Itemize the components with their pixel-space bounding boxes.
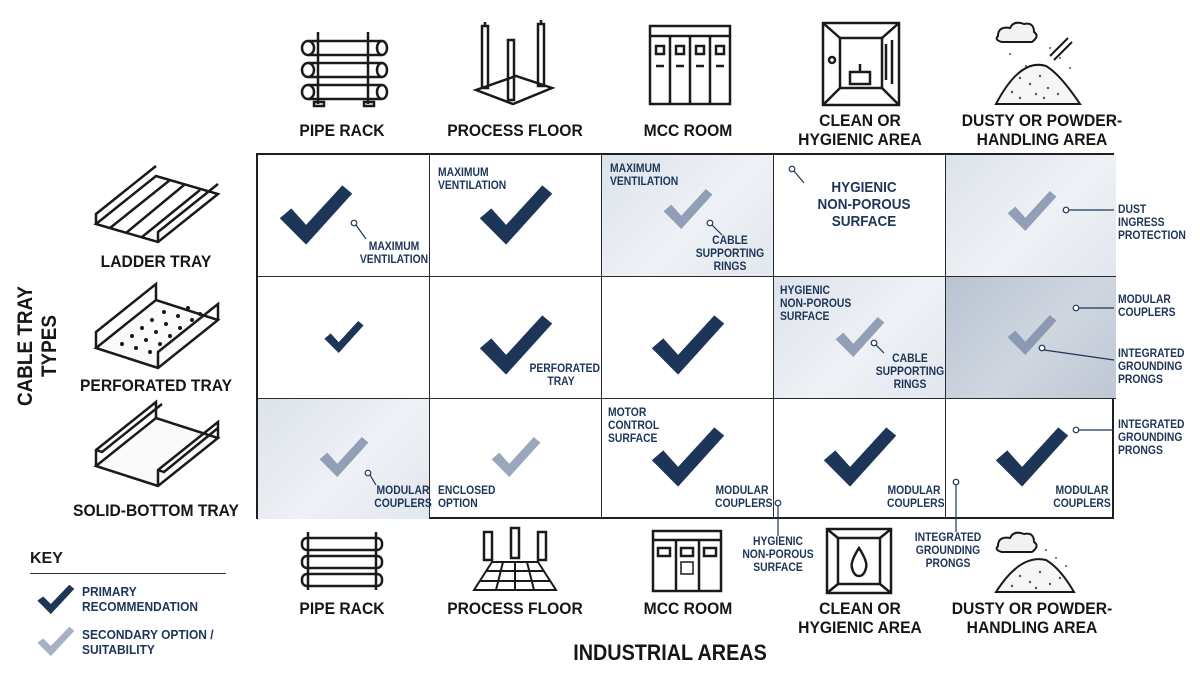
cell-annotation: MAXIMUM VENTILATION: [359, 241, 429, 266]
key-secondary-label: SECONDARY OPTION / SUITABILITY: [82, 627, 214, 657]
note-hygienic-below: HYGIENIC NON-POROUS SURFACE: [742, 536, 814, 574]
col-label-bottom-clean-area: CLEAN OR HYGIENIC AREA: [798, 599, 922, 637]
pipe-rack-icon-bottom: [300, 532, 384, 590]
key-divider: [30, 573, 226, 574]
secondary-check-icon: [663, 189, 713, 229]
matrix-cell: MAXIMUM VENTILATION: [258, 155, 430, 277]
mcc-cabinet-icon: [648, 24, 732, 106]
secondary-check-icon: [491, 437, 541, 477]
col-label-bottom-pipe-rack: PIPE RACK: [299, 599, 385, 618]
matrix-cell: MAXIMUM VENTILATION CABLE SUPPORTING RING…: [602, 155, 774, 277]
col-label-bottom-mcc-room: MCC ROOM: [643, 599, 733, 618]
cell-callout-lines: [823, 427, 897, 487]
primary-check-icon: [651, 315, 725, 375]
solid-bottom-tray-icon: [93, 399, 221, 488]
matrix-cell: [946, 277, 1116, 399]
matrix-cell: MAXIMUM VENTILATION: [430, 155, 602, 277]
primary-check-icon: [479, 315, 553, 375]
process-floor-grid-icon: [472, 526, 558, 591]
matrix-cell: HYGIENIC NON-POROUS SURFACE: [774, 155, 946, 277]
matrix-cell: MODULAR COUPLERS: [774, 399, 946, 519]
mcc-cabinet-icon-bottom: [651, 529, 723, 593]
matrix-cell: PERFORATED TRAY: [430, 277, 602, 399]
cell-annotation: MODULAR COUPLERS: [374, 485, 432, 510]
matrix-cell: MOTOR CONTROL SURFACE MODULAR COUPLERS: [602, 399, 774, 519]
matrix-cell: HYGIENIC NON-POROUS SURFACE CABLE SUPPORT…: [774, 277, 946, 399]
cell-annotation: ENCLOSED OPTION: [438, 485, 496, 510]
col-label-top-process-floor: PROCESS FLOOR: [447, 121, 583, 140]
cell-annotation: HYGIENIC NON-POROUS SURFACE: [780, 285, 852, 323]
cell-callout-lines: [1007, 315, 1057, 355]
note-grounding-below: INTEGRATED GROUNDING PRONGS: [914, 532, 982, 570]
primary-check-icon: [651, 427, 725, 487]
hygienic-droplet-icon: [825, 527, 893, 595]
cell-annotation: MODULAR COUPLERS: [1053, 485, 1111, 510]
primary-check-icon: [823, 427, 897, 487]
matrix-cell: MODULAR COUPLERS: [258, 399, 432, 519]
perforated-tray-icon: [93, 281, 221, 370]
primary-check-icon: [995, 427, 1069, 487]
key-title: KEY: [30, 550, 63, 567]
matrix-cell: [602, 277, 774, 399]
cell-callout-lines: [279, 185, 367, 245]
primary-check-icon: [324, 321, 364, 353]
row-label-perforated-tray: PERFORATED TRAY: [79, 376, 233, 395]
cell-annotation: MAXIMUM VENTILATION: [438, 167, 507, 192]
row-label-solid-bottom-tray: SOLID-BOTTOM TRAY: [73, 501, 239, 520]
axis-title-x: INDUSTRIAL AREAS: [573, 640, 767, 665]
note-dust-ingress: DUST INGRESS PROTECTION: [1118, 204, 1186, 242]
matrix-cell: [946, 155, 1116, 277]
primary-check-icon: [279, 185, 353, 245]
cell-callout-lines: [491, 437, 541, 477]
secondary-check-icon: [319, 437, 369, 477]
ladder-tray-icon: [93, 165, 221, 244]
cell-annotation: MOTOR CONTROL SURFACE: [608, 407, 660, 445]
col-label-top-mcc-room: MCC ROOM: [643, 121, 733, 140]
matrix-cell: ENCLOSED OPTION: [430, 399, 602, 519]
col-label-top-pipe-rack: PIPE RACK: [299, 121, 385, 140]
cell-annotation: CABLE SUPPORTING RINGS: [695, 235, 765, 273]
secondary-check-key-icon: [37, 626, 75, 657]
cell-callout-lines: [319, 437, 377, 486]
col-label-bottom-process-floor: PROCESS FLOOR: [447, 599, 583, 618]
col-label-top-clean-area: CLEAN OR HYGIENIC AREA: [798, 111, 922, 149]
process-floor-icon: [472, 20, 556, 106]
clean-room-icon: [821, 21, 901, 107]
cell-callout-lines: [324, 321, 364, 353]
cell-callout-lines: [1007, 191, 1057, 231]
cell-annotation: MODULAR COUPLERS: [887, 485, 945, 510]
cell-callout-lines: [651, 315, 725, 375]
cell-callout-lines: [788, 165, 805, 184]
pipe-rack-icon: [300, 32, 389, 108]
secondary-check-icon: [1007, 315, 1057, 355]
dust-pile-icon-bottom: [994, 531, 1076, 593]
cell-callout-lines: [663, 189, 723, 236]
cell-annotation: HYGIENIC NON-POROUS SURFACE: [817, 179, 911, 230]
cell-annotation: MODULAR COUPLERS: [715, 485, 773, 510]
cell-callout-lines: [479, 185, 553, 245]
cell-callout-lines: [835, 317, 885, 357]
note-grounding-prongs-row3: INTEGRATED GROUNDING PRONGS: [1118, 419, 1185, 457]
row-label-ladder-tray: LADDER TRAY: [100, 252, 212, 271]
cell-annotation: PERFORATED TRAY: [529, 363, 601, 388]
primary-check-key-icon: [37, 584, 75, 615]
primary-check-icon: [479, 185, 553, 245]
matrix-cell: MODULAR COUPLERS: [946, 399, 1116, 519]
note-modular-couplers-outside: MODULAR COUPLERS: [1118, 294, 1176, 319]
note-grounding-prongs-row2: INTEGRATED GROUNDING PRONGS: [1118, 348, 1185, 386]
cell-annotation: MAXIMUM VENTILATION: [610, 163, 679, 188]
cell-callout-lines: [995, 427, 1069, 487]
matrix-cell: [258, 277, 430, 399]
key-primary-label: PRIMARY RECOMMENDATION: [82, 584, 199, 614]
col-label-bottom-dusty-area: DUSTY OR POWDER- HANDLING AREA: [951, 599, 1113, 637]
col-label-top-dusty-area: DUSTY OR POWDER- HANDLING AREA: [961, 111, 1123, 149]
cell-callout-lines: [651, 427, 725, 487]
secondary-check-icon: [835, 317, 885, 357]
dust-pile-icon: [994, 21, 1082, 105]
cell-annotation: CABLE SUPPORTING RINGS: [875, 353, 945, 391]
cell-callout-lines: [479, 315, 553, 375]
secondary-check-icon: [1007, 191, 1057, 231]
